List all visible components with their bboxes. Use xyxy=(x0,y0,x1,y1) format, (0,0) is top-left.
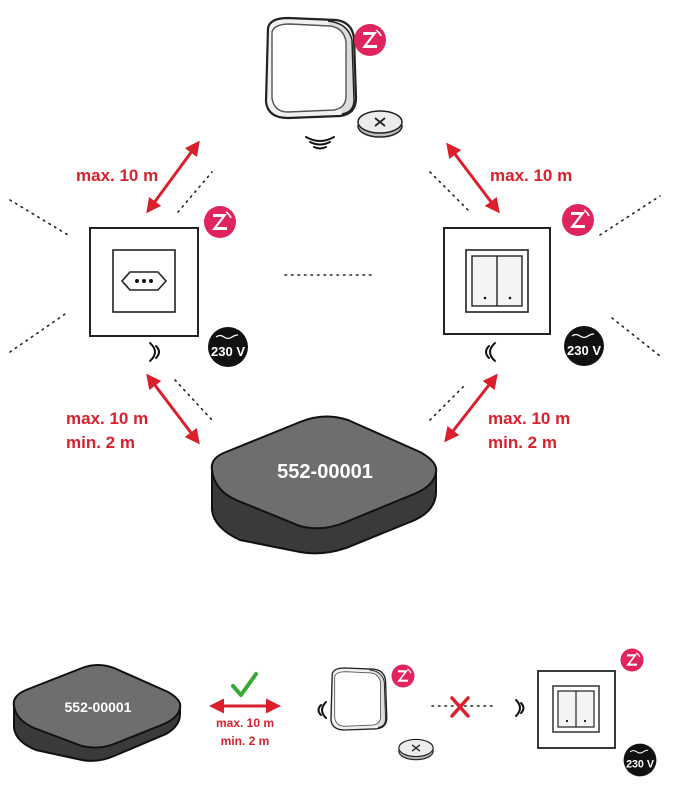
distance-arrow xyxy=(444,373,498,443)
z-wave-logo-icon xyxy=(353,23,387,57)
distance-label: max. 10 m xyxy=(488,409,570,428)
z-wave-logo-icon xyxy=(390,663,416,689)
gateway-hub-device: 552-00001 xyxy=(210,415,438,555)
wireless-signal-icon xyxy=(305,136,335,150)
wireless-signal-icon xyxy=(317,701,327,719)
cross-icon xyxy=(450,696,470,718)
coin-cell-battery-icon xyxy=(398,738,434,761)
range-extender-device xyxy=(330,667,388,731)
distance-label: min. 2 m xyxy=(221,734,270,748)
range-extender-device xyxy=(264,16,358,120)
z-wave-logo-icon xyxy=(619,647,645,673)
voltage-badge: 230 V xyxy=(563,325,605,367)
distance-label: max. 10 m xyxy=(216,716,274,730)
distance-label: min. 2 m xyxy=(66,433,135,452)
distance-label: min. 2 m xyxy=(488,433,557,452)
voltage-label: 230 V xyxy=(211,344,245,359)
coin-cell-battery-icon xyxy=(357,110,403,138)
hub-model-label: 552-00001 xyxy=(277,461,373,483)
distance-arrow xyxy=(446,142,500,214)
distance-label: max. 10 m xyxy=(66,409,148,428)
voltage-label: 230 V xyxy=(567,343,601,358)
distance-arrow xyxy=(146,140,200,214)
wall-switch-device xyxy=(537,670,616,749)
voltage-badge: 230 V xyxy=(207,326,249,368)
z-wave-logo-icon xyxy=(203,205,237,239)
checkmark-icon xyxy=(231,672,258,697)
z-wave-logo-icon xyxy=(561,203,595,237)
wall-socket-device xyxy=(89,227,199,337)
distance-label: max. 10 m xyxy=(76,166,158,185)
distance-arrow xyxy=(146,373,200,445)
voltage-label: 230 V xyxy=(626,758,655,770)
wireless-signal-icon xyxy=(149,342,160,362)
hub-model-label: 552-00001 xyxy=(65,699,132,715)
distance-label: max. 10 m xyxy=(490,166,572,185)
wireless-signal-icon xyxy=(515,699,525,717)
voltage-badge: 230 V xyxy=(623,743,657,777)
wireless-signal-icon xyxy=(485,342,496,362)
gateway-hub-device: 552-00001 xyxy=(12,664,182,762)
wall-switch-device xyxy=(443,227,551,335)
